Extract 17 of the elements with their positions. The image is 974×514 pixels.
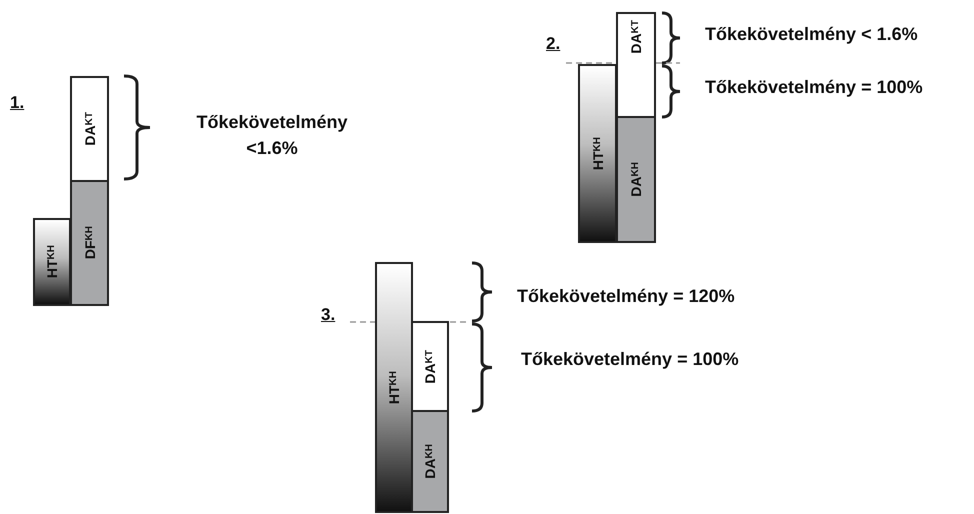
- panel-number: 2.: [546, 34, 560, 54]
- panel-number: 1.: [10, 93, 24, 113]
- bar-segment: [616, 116, 656, 243]
- bar-segment: [616, 12, 656, 118]
- annotation-text: Tőkekövetelmény <1.6%: [195, 111, 349, 160]
- annotation-text: Tőkekövetelmény = 100%: [521, 349, 739, 370]
- annotation-text: Tőkekövetelmény < 1.6%: [705, 24, 918, 45]
- bar-segment: [578, 64, 617, 243]
- bar-segment: [70, 76, 109, 182]
- annotation-text: Tőkekövetelmény = 100%: [705, 77, 923, 98]
- panel-number: 3.: [321, 305, 336, 325]
- annotation-text: Tőkekövetelmény = 120%: [517, 286, 735, 307]
- bar-segment: [33, 218, 71, 306]
- bar-segment: [411, 410, 449, 513]
- bar-segment: [375, 262, 413, 513]
- bar-segment: [411, 321, 449, 412]
- bar-segment: [70, 180, 109, 306]
